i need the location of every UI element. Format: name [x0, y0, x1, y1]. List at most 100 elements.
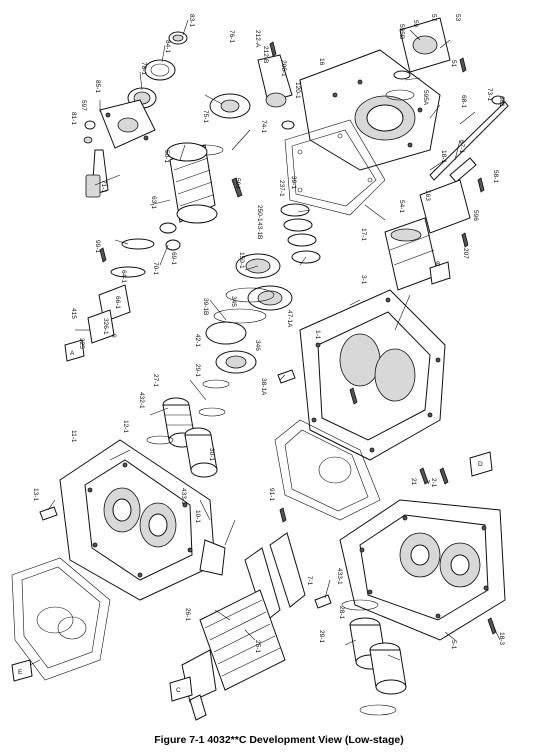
callout-c3: 78-1	[140, 62, 147, 75]
callout-labels: 83-1 84-1 78-1 76-1 212-A 212-B 206-1 85…	[18, 14, 505, 694]
callout-c34: 163	[424, 190, 431, 201]
callout-c26: 73-1	[486, 88, 493, 101]
callout-c5: 212-A	[254, 30, 261, 48]
rotor-casing	[299, 289, 446, 461]
callout-c47: 3-1	[360, 275, 367, 285]
callout-c42: 345	[230, 296, 237, 307]
callout-c18: 16	[318, 58, 325, 66]
callout-c2: 84-1	[164, 40, 171, 53]
callout-c4: 76-1	[228, 30, 235, 43]
callout-c54: 69-1	[170, 252, 177, 265]
shaft-seal-rod	[429, 95, 509, 183]
callout-c35: 54-1	[398, 200, 405, 213]
callout-c65: 433-1	[180, 488, 187, 505]
leader-lines	[29, 19, 501, 666]
discharge-casing	[339, 499, 506, 641]
callout-c72: C	[176, 687, 181, 694]
callout-c51: B	[436, 261, 440, 268]
bearing-cover-assembly	[83, 31, 188, 198]
callout-c33: 39-1	[290, 176, 297, 189]
callout-c14: 50-1	[163, 150, 170, 163]
callout-c71: 26-1	[184, 608, 191, 621]
callout-c12: 75-1	[202, 110, 209, 123]
callout-c69: 91-1	[268, 488, 275, 501]
callout-c81: A	[70, 350, 75, 357]
callout-c55: 70-1	[152, 262, 159, 275]
callout-c60: 27-1	[152, 374, 159, 387]
callout-c82: 9	[110, 334, 117, 338]
callout-c62: 29-1	[194, 364, 201, 377]
callout-c16: 120-1	[294, 82, 301, 99]
callout-c25: 68-1	[460, 95, 467, 108]
callout-c21: 57	[430, 14, 437, 22]
callout-c41: 39-1B	[202, 298, 209, 315]
callout-c40: 150-1	[238, 252, 245, 269]
callout-c50: 1-1	[314, 330, 321, 340]
callout-c13: 74-1	[260, 120, 267, 133]
callout-c43: 346	[254, 340, 261, 351]
gasket-suction	[11, 557, 111, 681]
callout-c20: 59	[412, 20, 419, 28]
callout-c6: 212-B	[262, 46, 269, 63]
callout-c28: 67-1	[458, 140, 465, 153]
callout-c76: 29-1	[318, 630, 325, 643]
callout-c45: 47-1A	[286, 310, 293, 328]
callout-c30: 594	[234, 178, 241, 189]
callout-c29: 18-1	[440, 150, 447, 163]
male-female-rotors	[181, 532, 306, 721]
figure-caption: Figure 7-1 4032**C Development View (Low…	[154, 734, 404, 746]
callout-c17: 17-1	[360, 228, 367, 241]
callout-c39: 43-1B	[256, 222, 263, 239]
callout-c15: 63-1	[150, 196, 157, 209]
thrust-bearing-set	[205, 203, 321, 374]
callout-c32: 237-1	[278, 180, 285, 197]
callout-c38: 58-1	[492, 170, 499, 183]
callout-c75: 28-1	[338, 606, 345, 619]
suction-cover-top	[186, 54, 295, 156]
callout-c74: 433-1	[336, 568, 343, 585]
callout-c19: 595B	[398, 24, 405, 39]
gasket-discharge	[284, 119, 386, 216]
callout-c46: 38-1A	[260, 378, 267, 396]
callout-c44: 42-1	[194, 334, 201, 347]
callout-c31: 250-1	[256, 205, 263, 222]
callout-c22: 53	[454, 14, 461, 22]
callout-c52: 99-1	[94, 240, 101, 253]
callout-c77: 5-1	[450, 640, 457, 650]
callout-c57: 415	[70, 308, 77, 319]
callout-c7: 206-1	[280, 60, 287, 77]
callout-c70: 25-1	[254, 640, 261, 653]
callout-c79: D	[478, 461, 483, 468]
callout-c23: 51	[450, 60, 457, 68]
exploded-view-diagram: 83-1 84-1 78-1 76-1 212-A 212-B 206-1 85…	[11, 14, 509, 721]
callout-c66: 10-1	[194, 510, 201, 523]
view-arrow-markers	[11, 261, 493, 702]
journal-bearing-sleeves	[146, 379, 230, 478]
callout-c63: 13-1	[32, 488, 39, 501]
callout-c8: 85-1	[94, 80, 101, 93]
callout-c36: 596	[472, 210, 479, 221]
balance-piston-assembly	[87, 142, 218, 344]
callout-c61: 432-1	[138, 392, 145, 409]
callout-c64: 11-1	[70, 430, 77, 443]
callout-c80: E	[18, 669, 23, 676]
callout-c1: 83-1	[188, 14, 195, 27]
callout-c9: 81-1	[70, 112, 77, 125]
bolts-and-plugs	[39, 41, 497, 635]
callout-c67: 30-1	[208, 448, 215, 461]
callout-c24: 595A	[422, 90, 429, 106]
suction-casing	[59, 439, 226, 601]
callout-c59: 326-1	[102, 318, 109, 335]
callout-c78: 18-3	[498, 632, 505, 645]
callout-c56: 66-1	[114, 296, 121, 309]
callout-c68: 12-1	[122, 420, 129, 433]
callout-c49: 21	[410, 478, 417, 486]
callout-c37: 207	[462, 248, 469, 259]
callout-c58: 325	[78, 338, 85, 349]
gasket-middle	[274, 419, 381, 521]
callout-c27: 681	[498, 96, 505, 107]
callout-c11: 71-1	[100, 180, 107, 193]
slide-valve-unit	[384, 179, 471, 291]
discharge-bearing-sleeves	[341, 599, 407, 716]
callout-c73: 7-1	[306, 576, 313, 586]
